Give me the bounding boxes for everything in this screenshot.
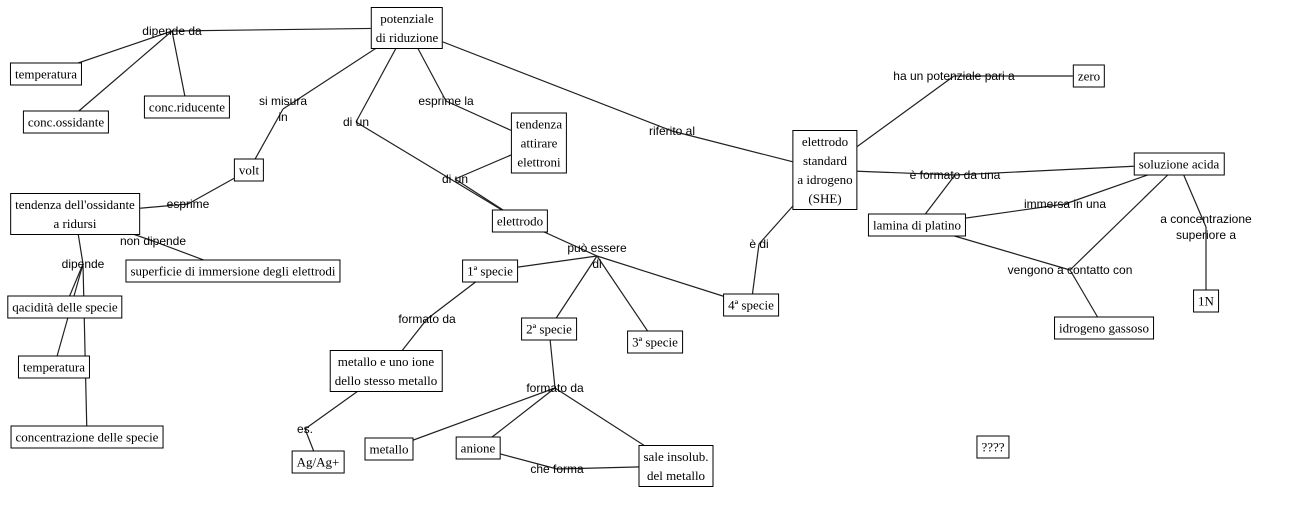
concept-node-she[interactable]: elettrodo standard a idrogeno (SHE) — [792, 130, 858, 210]
concept-node-sale[interactable]: sale insolub. del metallo — [638, 445, 714, 487]
concept-node-concspec[interactable]: concentrazione delle specie — [10, 425, 164, 449]
link-label-l_hapot: ha un potenziale pari a — [893, 69, 1015, 83]
connector-l_formato2-metallo — [388, 387, 556, 450]
concept-node-superf[interactable]: superficie di immersione degli elettrodi — [125, 259, 341, 283]
link-label-l_diun1: di un — [342, 115, 370, 129]
connector-l_diun1-elettrodo — [355, 121, 521, 222]
concept-node-concoss[interactable]: conc.ossidante — [22, 110, 110, 134]
link-label-l_formato2: formato da — [526, 381, 584, 395]
connector-pot-l_dipendeda — [171, 27, 408, 32]
link-label-l_simisura: si misura in — [258, 94, 308, 124]
link-label-l_dipende: dipende — [61, 257, 105, 271]
connector-pot-l_riferito — [406, 27, 673, 132]
concept-node-metion[interactable]: metallo e uno ione dello stesso metallo — [329, 350, 443, 392]
concept-node-unoN[interactable]: 1N — [1193, 289, 1219, 313]
link-label-l_aconc: a concentrazione superiore a — [1160, 212, 1252, 242]
connector-l_puoessere-sp3 — [596, 255, 656, 343]
link-label-l_esprimela: esprime la — [418, 94, 474, 108]
concept-node-sp4[interactable]: 4ª specie — [723, 293, 779, 317]
concept-node-qqqq[interactable]: ???? — [976, 435, 1010, 459]
link-label-l_eformato: è formato da una — [909, 168, 1001, 182]
connector-l_dipende-concspec — [82, 263, 88, 438]
concept-node-sp2[interactable]: 2ª specie — [521, 317, 577, 341]
concept-node-idrogas[interactable]: idrogeno gassoso — [1054, 316, 1154, 340]
link-label-l_immersa: immersa in una — [1023, 197, 1107, 211]
link-label-l_diun2: di un — [441, 172, 469, 186]
concept-node-volt[interactable]: volt — [233, 158, 265, 182]
link-label-l_puoessere: può essere di — [567, 241, 627, 271]
concept-node-temp1[interactable]: temperatura — [9, 62, 83, 86]
concept-node-zero[interactable]: zero — [1072, 64, 1106, 88]
connector-l_puoessere-sp2 — [548, 255, 598, 330]
link-label-l_dipendeda: dipende da — [142, 24, 202, 38]
concept-node-pot[interactable]: potenziale di riduzione — [370, 7, 444, 49]
connector-solacida-l_vengono — [1069, 163, 1180, 271]
concept-node-sp1[interactable]: 1ª specie — [462, 259, 518, 283]
link-label-l_cheforma: che forma — [530, 462, 584, 476]
link-label-l_riferito: riferito al — [648, 124, 696, 138]
concept-node-elettrodo[interactable]: elettrodo — [491, 209, 549, 233]
concept-node-temp2[interactable]: temperatura — [17, 355, 91, 379]
concept-node-acid[interactable]: qacidità delle specie — [7, 295, 123, 319]
link-label-l_esprime: esprime — [166, 197, 210, 211]
link-label-l_edi: è di — [749, 237, 769, 251]
link-label-l_vengono: vengono a contatto con — [1007, 263, 1133, 277]
link-label-l_formato1: formato da — [398, 312, 456, 326]
concept-node-tendattr[interactable]: tendenza attirare elettroni — [510, 112, 568, 174]
connector-l_dipendeda-concoss — [65, 30, 173, 123]
concept-node-solacida[interactable]: soluzione acida — [1133, 152, 1225, 176]
concept-node-anione[interactable]: anione — [455, 436, 501, 460]
link-label-l_es: es. — [296, 422, 314, 436]
link-label-l_nondipende: non dipende — [119, 234, 187, 248]
concept-node-metallo[interactable]: metallo — [364, 437, 414, 461]
concept-node-agag[interactable]: Ag/Ag+ — [291, 450, 345, 474]
concept-node-concrid[interactable]: conc.riducente — [143, 95, 231, 119]
concept-node-lamina[interactable]: lamina di platino — [867, 213, 967, 237]
concept-node-tendox[interactable]: tendenza dell'ossidante a ridursi — [10, 193, 140, 235]
concept-node-sp3[interactable]: 3ª specie — [627, 330, 683, 354]
connector-l_dipendeda-concrid — [171, 30, 188, 108]
